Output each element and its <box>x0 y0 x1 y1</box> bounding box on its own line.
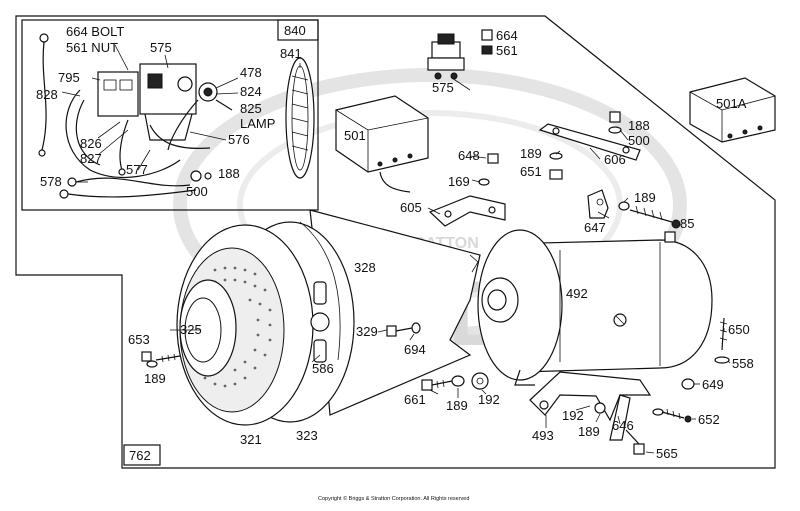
label-646: 646 <box>612 418 634 433</box>
bolt-650 <box>714 317 730 364</box>
bolt-652 <box>652 408 692 423</box>
label-827: 827 <box>80 151 102 166</box>
label-575-inset: 575 <box>150 40 172 55</box>
flywheel-screen-321 <box>176 221 355 426</box>
label-169: 169 <box>448 174 470 189</box>
bracket-493-646 <box>529 371 652 441</box>
label-694: 694 <box>404 342 426 357</box>
lamp-socket-824 <box>167 82 233 151</box>
label-825: 825 <box>240 101 262 116</box>
label-565: 565 <box>656 446 678 461</box>
label-558: 558 <box>732 356 754 371</box>
generator-492 <box>477 229 713 386</box>
label-492: 492 <box>566 286 588 301</box>
label-649: 649 <box>702 377 724 392</box>
clip-647 <box>587 189 609 219</box>
nut-649 <box>681 378 695 390</box>
label-650: 650 <box>728 322 750 337</box>
label-lamp: LAMP <box>240 116 275 131</box>
bolt-661 <box>421 372 489 391</box>
label-664-bolt: 664 BOLT <box>66 24 124 39</box>
label-824: 824 <box>240 84 262 99</box>
label-493: 493 <box>532 428 554 443</box>
label-189-left: 189 <box>144 371 166 386</box>
label-828: 828 <box>36 87 58 102</box>
label-795: 795 <box>58 70 80 85</box>
regulator-501a <box>689 77 776 143</box>
label-578: 578 <box>40 174 62 189</box>
label-85: 85 <box>680 216 694 231</box>
wiring-576-577 <box>118 119 212 182</box>
switch-575-inset <box>139 63 197 141</box>
label-189-mid: 189 <box>446 398 468 413</box>
label-586: 586 <box>312 361 334 376</box>
label-647: 647 <box>584 220 606 235</box>
label-328: 328 <box>354 260 376 275</box>
outer-frame <box>15 15 776 469</box>
label-329: 329 <box>356 324 378 339</box>
label-192-low: 192 <box>562 408 584 423</box>
label-189-top: 189 <box>520 146 542 161</box>
clamp-841 <box>285 57 315 179</box>
label-575: 575 <box>432 80 454 95</box>
label-661: 661 <box>404 392 426 407</box>
label-605: 605 <box>400 200 422 215</box>
label-648: 648 <box>458 148 480 163</box>
screw-653 <box>141 351 181 368</box>
label-653: 653 <box>128 332 150 347</box>
bolt-565 <box>625 429 645 455</box>
label-189-low: 189 <box>578 424 600 439</box>
part-labels: 664 BOLT 561 NUT 575 840 841 795 828 478… <box>36 23 754 463</box>
inset-box-840 <box>277 19 319 41</box>
label-762: 762 <box>129 448 151 463</box>
label-321: 321 <box>240 432 262 447</box>
label-box-762 <box>123 444 161 466</box>
bolt-85 <box>618 201 681 229</box>
label-651: 651 <box>520 164 542 179</box>
copyright-text: Copyright © Briggs & Stratton Corporatio… <box>318 495 469 502</box>
label-500-inset: 500 <box>186 184 208 199</box>
label-841: 841 <box>280 46 302 61</box>
label-188-inset: 188 <box>218 166 240 181</box>
bracket-605 <box>428 195 506 227</box>
label-323: 323 <box>296 428 318 443</box>
label-500: 500 <box>628 133 650 148</box>
leader-lines <box>61 44 731 454</box>
label-561-nut: 561 NUT <box>66 40 118 55</box>
wire-828 <box>38 33 49 157</box>
label-652: 652 <box>698 412 720 427</box>
label-188: 188 <box>628 118 650 133</box>
screw-329 <box>386 322 421 337</box>
bracket-606 <box>538 111 641 161</box>
regulator-501 <box>335 95 429 193</box>
hardware-648-169-651 <box>478 152 563 186</box>
label-501a: 501A <box>716 96 747 111</box>
label-576: 576 <box>228 132 250 147</box>
label-325: 325 <box>180 322 202 337</box>
label-501: 501 <box>344 128 366 143</box>
label-577: 577 <box>126 162 148 177</box>
label-189-right: 189 <box>634 190 656 205</box>
label-192-mid: 192 <box>478 392 500 407</box>
label-826: 826 <box>80 136 102 151</box>
connector-578 <box>59 177 197 199</box>
inset-box <box>21 19 319 211</box>
label-664: 664 <box>496 28 518 43</box>
label-606: 606 <box>604 152 626 167</box>
cutout-795 <box>65 71 181 178</box>
label-561: 561 <box>496 43 518 58</box>
label-478: 478 <box>240 65 262 80</box>
label-840: 840 <box>284 23 306 38</box>
